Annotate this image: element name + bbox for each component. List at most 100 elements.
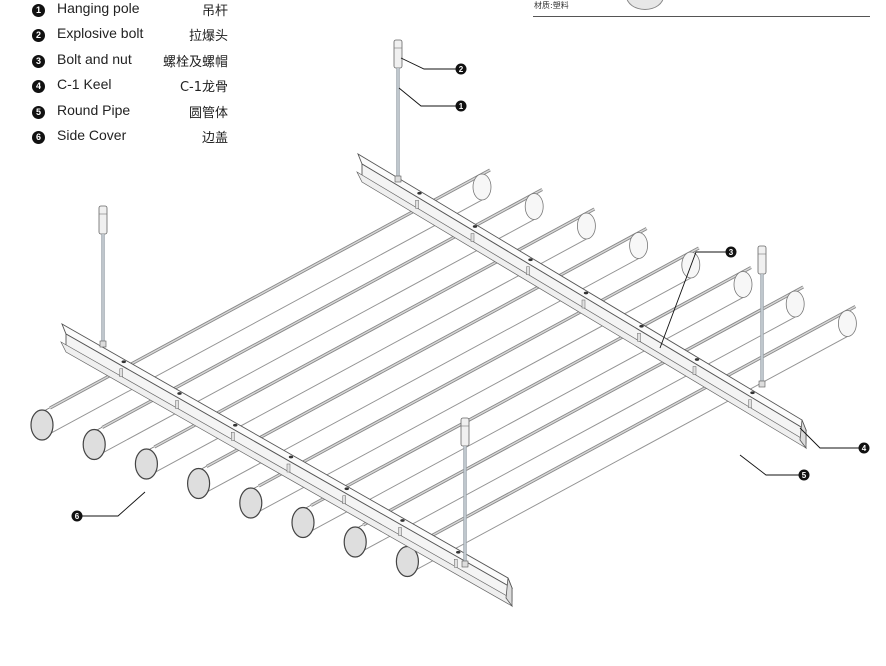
keel-bolt-hole xyxy=(121,360,126,364)
keel-bolt-hole xyxy=(639,324,644,328)
pipe-underside-line xyxy=(302,297,744,536)
pipe-front-end-cap xyxy=(239,487,263,519)
legend-item-bolt-and-nut: 3 Bolt and nut 螺栓及螺帽 xyxy=(32,51,242,76)
legend-label-en: Side Cover xyxy=(57,126,127,143)
pipe-slot-rail-highlight xyxy=(415,305,856,546)
hanging-rods-group xyxy=(98,39,767,568)
legend-item-round-pipe: 5 Round Pipe 圆管体 xyxy=(32,102,242,127)
pipe-underside-line xyxy=(41,199,483,439)
pipe-back-end-cap xyxy=(629,232,648,259)
callout-number: 5 xyxy=(802,471,807,480)
callout-leader-line xyxy=(799,427,864,449)
pipe-front-end-cap xyxy=(82,428,106,461)
pipe-front-end-cap xyxy=(291,506,315,539)
legend-label-cn: C-1龙骨 xyxy=(179,80,228,96)
explosive-bolt xyxy=(98,205,108,235)
pipe-slot-rail-highlight xyxy=(154,208,595,448)
legend-label-cn: 吊杆 xyxy=(201,4,228,19)
pipe-back-end-cap xyxy=(524,193,544,220)
callout-number: 1 xyxy=(459,102,464,111)
legend-label-cn: 边盖 xyxy=(201,130,228,146)
pipe-front-end-cap xyxy=(134,448,158,480)
rod-nut xyxy=(461,560,469,568)
callout-marker xyxy=(798,469,810,481)
legend-item-c1-keel: 4 C-1 Keel C-1龙骨 xyxy=(32,76,242,101)
legend-number-badge: 6 xyxy=(32,130,45,144)
legend-label-en: Round Pipe xyxy=(57,101,131,118)
keel-bolt-and-nut xyxy=(342,495,346,504)
keel-bolt-and-nut xyxy=(470,233,475,242)
callout-marker xyxy=(71,510,83,522)
callout-leader-line xyxy=(400,57,461,70)
keel-end-cap xyxy=(799,419,807,450)
keel-bolt-hole xyxy=(344,487,349,491)
keel-bolt-hole xyxy=(750,391,755,395)
pipe-slot-rail-highlight xyxy=(206,227,647,468)
parts-legend: 1 Hanging pole 吊杆 2 Explosive bolt 拉爆头 3… xyxy=(32,0,242,152)
legend-item-explosive-bolt: 2 Explosive bolt 拉爆头 xyxy=(32,25,242,50)
keel-bolt-and-nut xyxy=(581,299,586,309)
keels-group xyxy=(60,152,807,608)
keel-bolt-and-nut xyxy=(454,559,458,568)
pipe-back-end-cap xyxy=(785,290,805,318)
keel-bolt-hole xyxy=(233,423,238,427)
pipe-slot-rail-highlight xyxy=(258,247,700,487)
keel-bolt-and-nut xyxy=(398,527,402,536)
pipe-underside-line xyxy=(94,219,535,458)
pipe-front-end-cap xyxy=(187,467,211,500)
pipe-back-end-cap xyxy=(733,271,753,298)
keel-bolt-hole xyxy=(400,519,405,522)
keel-bolt-hole xyxy=(583,291,589,295)
legend-label-en: Explosive bolt xyxy=(57,25,144,42)
legend-number-badge: 4 xyxy=(32,80,45,94)
keel-bolt-hole xyxy=(472,225,478,228)
callout-leader-line xyxy=(398,87,461,107)
keel-bolt-and-nut xyxy=(526,266,530,275)
pipe-slot-rail-highlight xyxy=(310,266,752,507)
legend-number-badge: 2 xyxy=(32,29,45,43)
explosive-bolt xyxy=(757,245,767,275)
callout-marker xyxy=(455,63,467,75)
legend-number-badge: 1 xyxy=(32,4,45,17)
legend-item-side-cover: 6 Side Cover 边盖 xyxy=(32,127,242,152)
keel-end-cap xyxy=(505,577,513,608)
legend-item-hanging-pole: 1 Hanging pole 吊杆 xyxy=(32,0,242,25)
keel-bolt-hole xyxy=(288,455,294,459)
pipe-slot-rail-highlight xyxy=(362,286,804,526)
keel-bolt-and-nut xyxy=(415,200,419,209)
legend-label-cn: 螺栓及螺帽 xyxy=(162,54,228,70)
keel-bolt-hole xyxy=(528,258,533,262)
keel-bolt-hole xyxy=(694,358,700,361)
rod-nut xyxy=(99,340,107,348)
pipe-underside-line xyxy=(407,336,848,575)
legend-label-en: Bolt and nut xyxy=(57,50,132,67)
keel-bolt-and-nut xyxy=(119,368,123,377)
pipe-front-end-cap xyxy=(30,409,54,441)
pipe-back-end-cap xyxy=(838,310,857,337)
legend-number-badge: 3 xyxy=(32,54,45,68)
keel-bolt-and-nut xyxy=(748,399,752,408)
rod-nut xyxy=(394,175,402,183)
keel-bolt-and-nut xyxy=(637,333,641,342)
explosive-bolt xyxy=(460,417,470,447)
callout-number: 4 xyxy=(862,444,867,453)
callout-number: 3 xyxy=(729,248,734,257)
legend-label-en: C-1 Keel xyxy=(57,76,112,93)
callout-leader-line xyxy=(739,454,804,476)
explosive-bolt xyxy=(393,39,403,69)
callout-number: 2 xyxy=(459,65,464,74)
keel-bolt-and-nut xyxy=(175,400,179,409)
keel-bolt-and-nut xyxy=(286,463,291,473)
legend-number-badge: 5 xyxy=(32,105,45,119)
keel-bolt-hole xyxy=(456,550,461,554)
keel-bolt-and-nut xyxy=(692,366,697,375)
legend-label-en: Hanging pole xyxy=(57,0,140,16)
pipe-back-end-cap xyxy=(577,212,596,240)
keel-bolt-and-nut xyxy=(231,432,235,441)
callout-marker xyxy=(725,246,737,258)
rod-nut xyxy=(758,380,766,388)
pipe-underside-line xyxy=(355,316,796,556)
legend-label-cn: 拉爆头 xyxy=(188,29,228,45)
